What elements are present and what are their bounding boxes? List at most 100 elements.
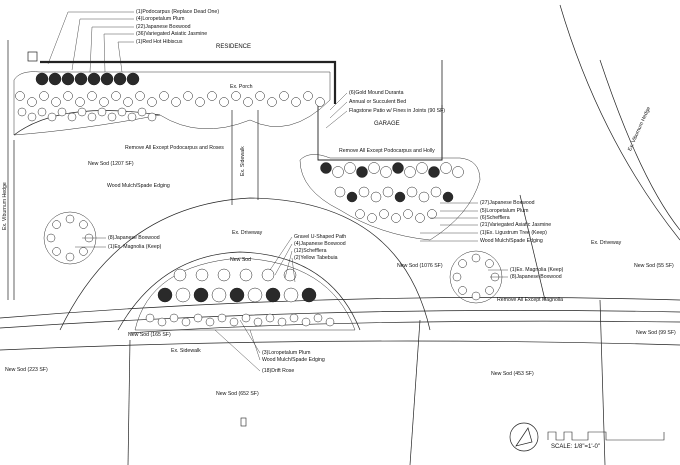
shrub	[84, 233, 94, 243]
label-duranta: (6)Gold Mound Duranta	[349, 90, 404, 96]
shrub-dark	[48, 72, 62, 86]
shrub	[358, 186, 370, 198]
label-loropetalum-top: (4)Loropetalum Plum	[136, 16, 185, 22]
label-residence: RESIDENCE	[216, 44, 252, 50]
label-scale: SCALE: 1/8"=1'-0"	[551, 444, 600, 450]
street-edge-top	[0, 297, 680, 319]
label-sod-1207: New Sod (1207 SF)	[88, 161, 134, 167]
shrub	[315, 97, 325, 107]
label-garage: GARAGE	[374, 121, 400, 127]
shrub	[243, 97, 253, 107]
shrub	[313, 313, 323, 323]
shrub	[325, 317, 335, 327]
shrub	[99, 97, 109, 107]
shrub	[416, 162, 428, 174]
shrub-dark	[157, 287, 173, 303]
bed-right	[299, 154, 481, 241]
shrub	[279, 91, 289, 101]
shrub	[406, 186, 418, 198]
shrub	[171, 97, 181, 107]
shrub	[39, 91, 49, 101]
sidewalk-bottom-right	[409, 319, 421, 465]
label-tabebuia: (2)Yellow Tabebuia	[294, 255, 338, 261]
label-sod-1076: New Sod (1076 SF)	[397, 263, 443, 269]
shrub	[261, 268, 275, 282]
label-sod-223: New Sod (223 SF)	[5, 367, 48, 373]
shrub	[267, 97, 277, 107]
shrub	[382, 186, 394, 198]
shrub	[52, 220, 61, 229]
shrub	[291, 97, 301, 107]
label-mulch-left: Wood Mulch/Spade Edging	[107, 183, 170, 189]
label-boxwood-right2: (8)Japanese Boxwood	[510, 274, 562, 280]
label-sidewalk-bottom: Ex. Sidewalk	[171, 348, 201, 354]
shrub	[367, 213, 377, 223]
label-schefflera-center: (12)Schefflera	[294, 248, 327, 254]
shrub	[123, 97, 133, 107]
shrub	[415, 213, 425, 223]
shrub	[241, 313, 251, 323]
house-wall	[40, 60, 337, 104]
shrub	[137, 107, 147, 117]
shrub	[183, 91, 193, 101]
label-sod-99: New Sod (99 SF)	[636, 330, 676, 336]
shrub	[430, 186, 442, 198]
label-flagstone: Flagstone Patio w/ Fines in Joints (90 S…	[349, 108, 446, 114]
shrub	[289, 313, 299, 323]
shrub	[380, 166, 392, 178]
label-remove-magnolia: Remove All Except Magnolia	[497, 297, 564, 303]
shrub	[368, 162, 380, 174]
lawn-edge-left	[13, 110, 161, 136]
shrub	[217, 313, 227, 323]
right-curve	[559, 4, 680, 241]
label-remove-podo-roses: Remove All Except Podocarpus and Roses	[125, 145, 224, 151]
shrub	[277, 317, 287, 327]
label-remove-podo-holly: Remove All Except Podocarpus and Holly	[339, 148, 435, 154]
trash-bin-icon	[240, 417, 247, 427]
shrub	[17, 107, 27, 117]
shrub	[195, 97, 205, 107]
shrub-dark	[229, 287, 245, 303]
label-boxwood-right: (27)Japanese Boxwood	[480, 200, 535, 206]
shrub	[427, 209, 437, 219]
curb-lower	[0, 340, 680, 351]
shrub	[205, 317, 215, 327]
bed-front-left	[13, 71, 331, 136]
bed-center	[134, 257, 356, 331]
shrub	[471, 291, 481, 301]
label-schefflera-right: (6)Schefflera	[480, 215, 510, 221]
shrub	[111, 91, 121, 101]
label-magnolia-right: (1)Ex. Magnolia (Keep)	[510, 267, 564, 273]
shrub	[211, 287, 227, 303]
shrub	[303, 91, 313, 101]
shrub	[207, 91, 217, 101]
shrub	[471, 253, 481, 263]
shrub	[231, 91, 241, 101]
shrub	[63, 91, 73, 101]
shrub	[173, 268, 187, 282]
street-edge-mid	[129, 320, 680, 334]
north-arrow	[509, 422, 539, 452]
shrub	[440, 162, 452, 174]
shrub	[65, 214, 75, 224]
shrub	[51, 97, 61, 107]
utility-box	[27, 51, 38, 62]
shrub	[418, 191, 430, 203]
shrub	[175, 287, 191, 303]
shrub	[169, 313, 179, 323]
shrub	[403, 209, 413, 219]
label-jasmine-right: (21)Variegated Asiatic Jasmine	[480, 222, 552, 228]
label-loropetalum-right: (5)Loropetalum Plum	[480, 208, 529, 214]
label-boxwood-left: (8)Japanese Boxwood	[108, 235, 160, 241]
label-loropetalum-bottom: (3)Loropetalum Plum	[262, 350, 311, 356]
shrub	[52, 247, 61, 256]
shrub	[452, 166, 464, 178]
label-drift-rose: (18)Drift Rose	[262, 368, 295, 374]
shrub	[452, 272, 462, 282]
shrub	[458, 286, 467, 295]
shrub	[79, 220, 88, 229]
shrub	[370, 191, 382, 203]
label-sod-small: New Sod	[230, 257, 252, 263]
shrub	[195, 268, 209, 282]
